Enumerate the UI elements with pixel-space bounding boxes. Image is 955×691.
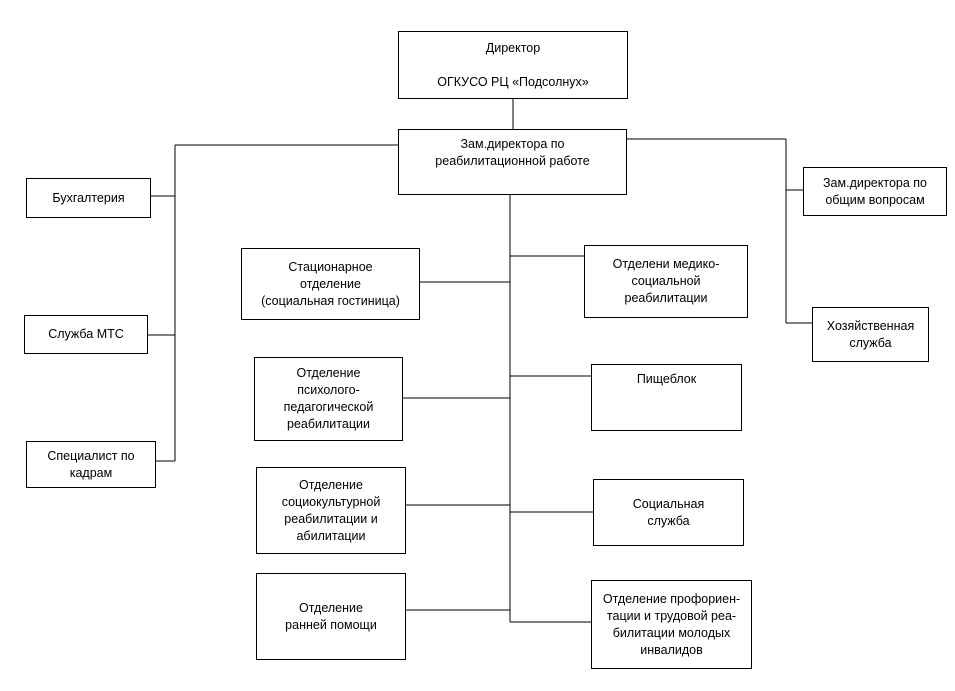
hr-specialist-label: Специалист по кадрам	[47, 448, 135, 480]
mts-service-label: Служба МТС	[48, 327, 124, 341]
medical-social-department-box: Отделени медико- социальной реабилитации	[584, 245, 748, 318]
sociocultural-department-box: Отделение социокультурной реабилитации и…	[256, 467, 406, 554]
medical-social-department-label: Отделени медико- социальной реабилитации	[612, 257, 720, 305]
psych-pedagogical-department-label: Отделение психолого- педагогической реаб…	[283, 366, 374, 431]
deputy-rehab-box: Зам.директора по реабилитационной работе	[398, 129, 627, 195]
career-guidance-department-label: Отделение профориен- тации и трудовой ре…	[602, 591, 741, 657]
mts-service-box: Служба МТС	[24, 315, 148, 354]
psych-pedagogical-department-box: Отделение психолого- педагогической реаб…	[254, 357, 403, 441]
early-help-department-box: Отделение ранней помощи	[256, 573, 406, 660]
sociocultural-department-label: Отделение социокультурной реабилитации и…	[281, 477, 381, 543]
hr-specialist-box: Специалист по кадрам	[26, 441, 156, 488]
director-box: Директор ОГКУСО РЦ «Подсолнух»	[398, 31, 628, 99]
early-help-department-label: Отделение ранней помощи	[285, 600, 377, 632]
deputy-general-label: Зам.директора по общим вопросам	[823, 175, 927, 207]
catering-box: Пищеблок	[591, 364, 742, 431]
household-service-label: Хозяйственная служба	[826, 318, 915, 350]
inpatient-department-label: Стационарное отделение (социальная гости…	[261, 259, 400, 308]
director-label: Директор ОГКУСО РЦ «Подсолнух»	[437, 40, 589, 89]
career-guidance-department-box: Отделение профориен- тации и трудовой ре…	[591, 580, 752, 669]
social-service-box: Социальная служба	[593, 479, 744, 546]
deputy-rehab-label: Зам.директора по реабилитационной работе	[435, 137, 590, 168]
accounting-box: Бухгалтерия	[26, 178, 151, 218]
catering-label: Пищеблок	[636, 372, 697, 386]
deputy-general-box: Зам.директора по общим вопросам	[803, 167, 947, 216]
accounting-label: Бухгалтерия	[52, 190, 125, 205]
household-service-box: Хозяйственная служба	[812, 307, 929, 362]
inpatient-department-box: Стационарное отделение (социальная гости…	[241, 248, 420, 320]
social-service-label: Социальная служба	[632, 496, 705, 528]
